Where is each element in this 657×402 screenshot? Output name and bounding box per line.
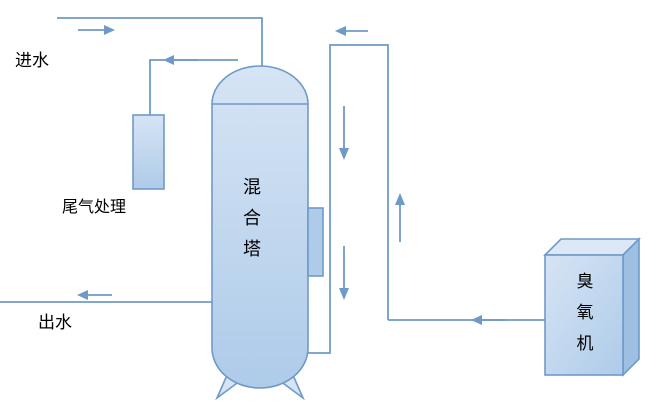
tower-side-nozzle: [307, 207, 324, 277]
flow-arrow-left-ozone-icon: [471, 315, 506, 325]
flow-arrow-right-inlet-icon: [78, 25, 115, 35]
flow-arrow-up-icon: [395, 193, 405, 242]
flow-arrow-left-vent-icon: [163, 55, 198, 65]
flow-arrow-left-top-right-icon: [335, 26, 368, 36]
outlet-water-label: 出水: [38, 313, 72, 332]
tail-gas-treatment-label: 尾气处理: [62, 199, 127, 216]
mixing-tower-vessel: [211, 65, 309, 389]
inlet-pipe: [57, 17, 263, 68]
vent-pipe: [149, 59, 238, 115]
ozone-generator-side-face: [622, 237, 640, 377]
tail-gas-treatment-box: [132, 114, 165, 190]
mixing-tower-label: 混合塔: [243, 177, 261, 259]
ozone-generator-box: [544, 254, 624, 376]
flow-arrow-down-upper-icon: [339, 106, 349, 160]
ozone-generator-label: 臭氧机: [576, 272, 594, 353]
recirculation-pipe: [306, 44, 389, 354]
inlet-water-label: 进水: [15, 51, 49, 70]
flow-arrow-left-outlet-icon: [77, 290, 112, 300]
flow-arrow-down-lower-icon: [339, 246, 349, 300]
